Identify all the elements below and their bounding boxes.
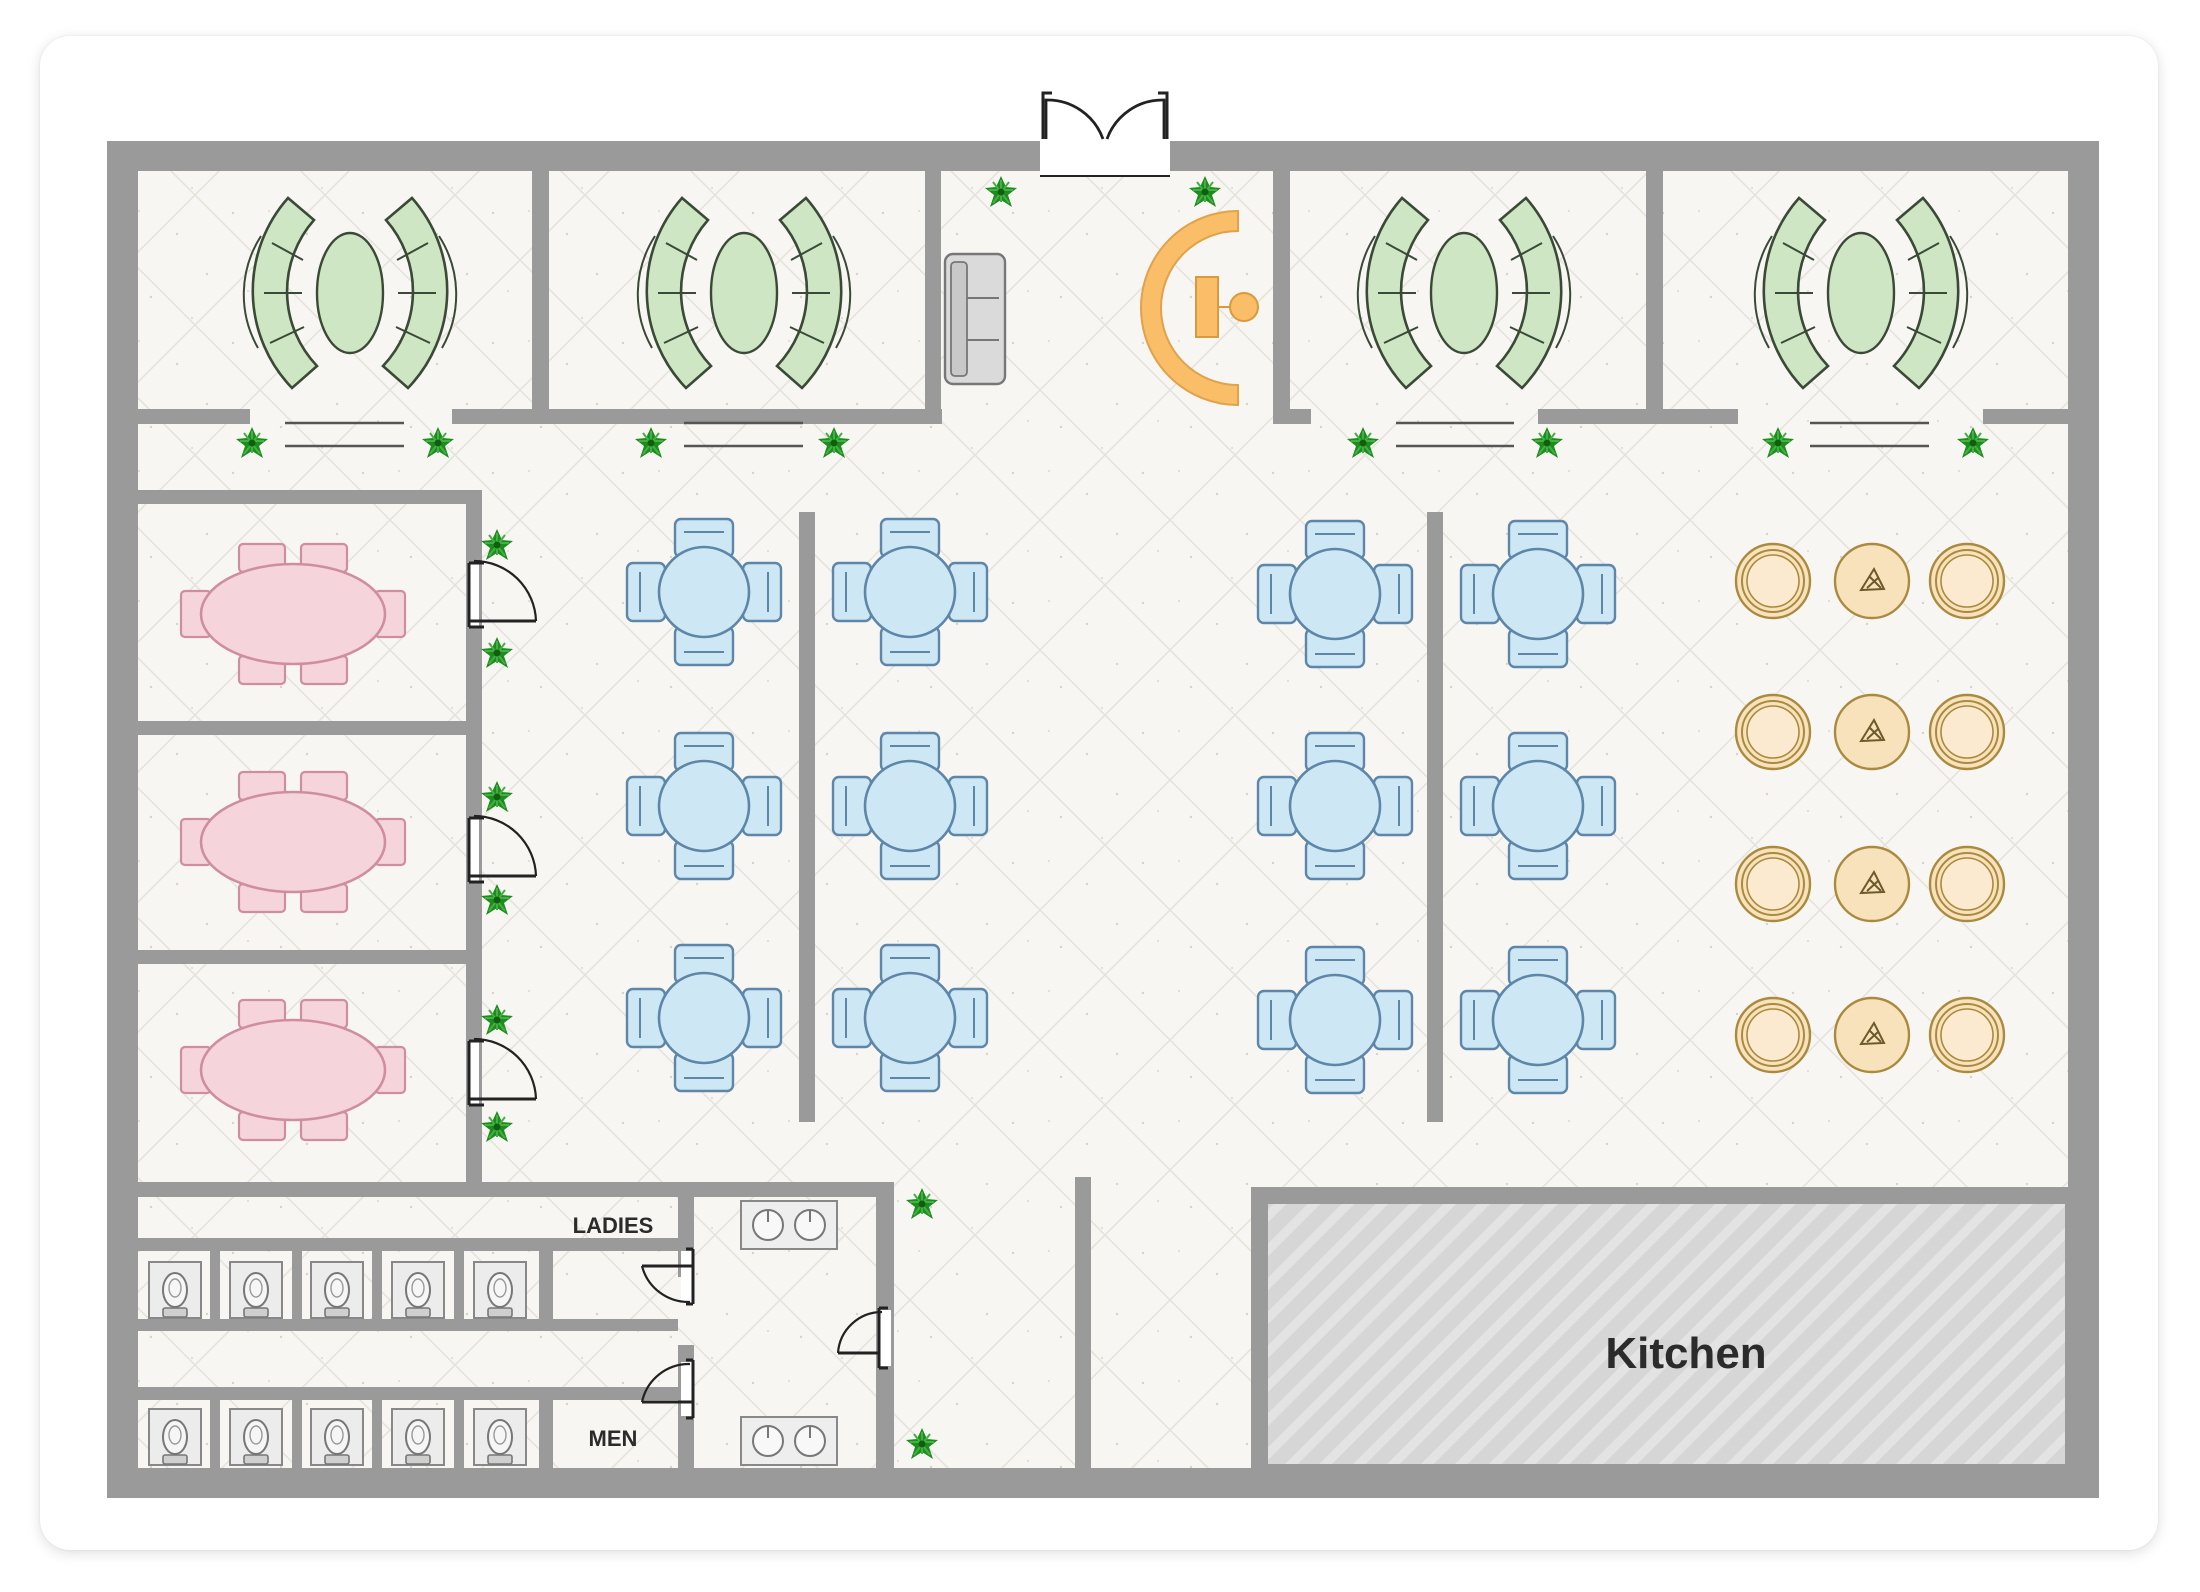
restroom-entrance-door [836, 1306, 891, 1370]
entrance-door [1040, 91, 1170, 177]
reception-desk-icon [1140, 209, 1259, 407]
ladies-label: LADIES [573, 1213, 654, 1238]
kitchen-area: Kitchen [1251, 1187, 2068, 1468]
sofa-icon [943, 252, 1007, 386]
interior-walls [138, 171, 2068, 1468]
kitchen-label: Kitchen [1605, 1329, 1766, 1378]
booth-doorway-rails [285, 421, 1929, 448]
men-label: MEN [589, 1426, 638, 1451]
ladies-door [640, 1247, 695, 1306]
men-door [640, 1358, 695, 1420]
